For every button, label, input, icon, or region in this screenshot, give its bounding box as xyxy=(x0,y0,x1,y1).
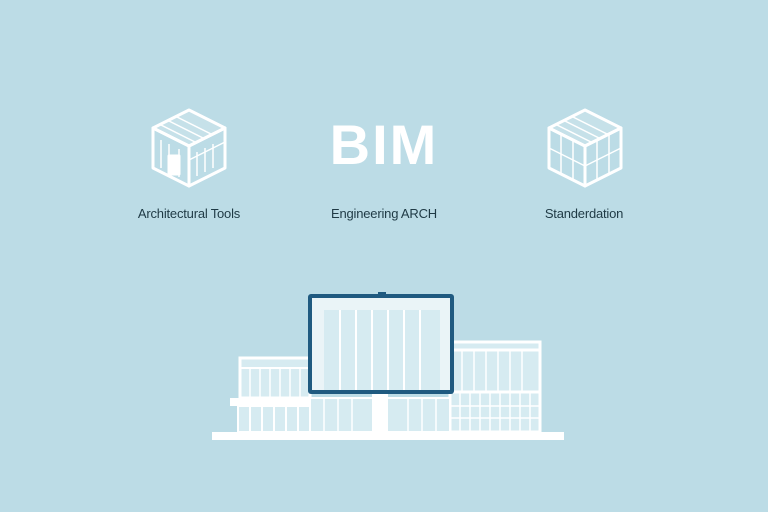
caption-engineering-arch: Engineering ARCH xyxy=(331,206,437,221)
monitor-icon xyxy=(308,292,454,394)
ground-line xyxy=(212,432,564,440)
standardization-icon xyxy=(543,106,627,190)
page-title: BIM xyxy=(329,113,439,176)
architectural-tools-icon xyxy=(147,106,231,190)
monitor-stand xyxy=(372,394,388,434)
monitor-building-illustration xyxy=(200,288,580,448)
caption-standardization: Standerdation xyxy=(544,206,624,221)
building-left-wing xyxy=(230,356,312,433)
caption-architectural-tools: Architectural Tools xyxy=(137,206,241,221)
building-right-wing xyxy=(448,340,542,434)
